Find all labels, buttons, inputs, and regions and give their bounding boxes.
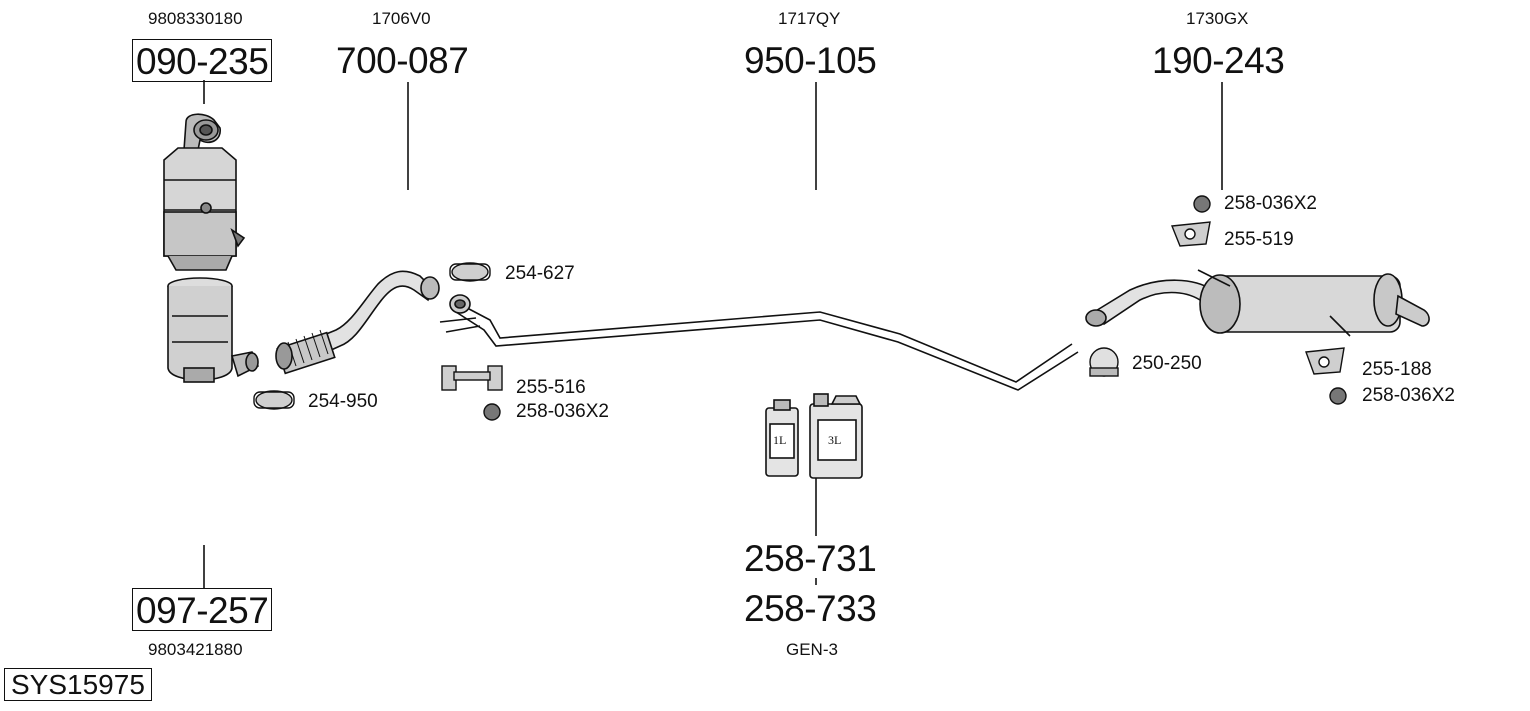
nut-258-036-front-icon (483, 403, 501, 421)
catalyst-upper-oe: 9808330180 (148, 9, 243, 28)
can-small-label: 1L (773, 433, 787, 447)
nut-258-036-rear-top-icon (1193, 195, 1211, 213)
hanger-255-519-label[interactable]: 255-519 (1224, 229, 1294, 250)
middle-pipe-drawing (439, 294, 1079, 391)
clamp-254-627-label[interactable]: 254-627 (505, 263, 575, 284)
catalyst-dpf-drawing (163, 113, 260, 383)
catalyst-lower-oe: 9803421880 (148, 640, 243, 659)
clamp-250-250-icon (1089, 347, 1119, 377)
hanger-255-188-icon (1305, 347, 1345, 375)
clamp-254-627-icon (449, 262, 491, 282)
fluid-note: GEN-3 (786, 640, 838, 659)
fluid-part-number-2[interactable]: 258-733 (744, 588, 877, 629)
hanger-255-188-label[interactable]: 255-188 (1362, 359, 1432, 380)
clamp-254-950-label[interactable]: 254-950 (308, 391, 378, 412)
rear-silencer-drawing (1085, 269, 1430, 337)
nut-258-036-rear-bottom-label[interactable]: 258-036X2 (1362, 385, 1455, 406)
nut-258-036-rear-top-label[interactable]: 258-036X2 (1224, 193, 1317, 214)
middle-pipe-part-number[interactable]: 950-105 (744, 40, 877, 81)
rear-silencer-part-number[interactable]: 190-243 (1152, 40, 1285, 81)
front-pipe-part-number[interactable]: 700-087 (336, 40, 469, 81)
clamp-250-250-label[interactable]: 250-250 (1132, 353, 1202, 374)
hanger-255-519-icon (1171, 221, 1211, 247)
catalyst-upper-part-number[interactable]: 090-235 (132, 39, 273, 82)
front-pipe-oe: 1706V0 (372, 9, 431, 28)
hanger-255-516-label[interactable]: 255-516 (516, 377, 586, 398)
nut-258-036-front-label[interactable]: 258-036X2 (516, 401, 609, 422)
front-pipe-drawing (275, 270, 440, 375)
hanger-255-516-icon (441, 365, 503, 391)
fluid-cans-drawing (765, 393, 863, 479)
rear-silencer-oe: 1730GX (1186, 9, 1249, 28)
can-large-label: 3L (828, 433, 842, 447)
middle-pipe-oe: 1717QY (778, 9, 841, 28)
clamp-254-950-icon (253, 390, 295, 410)
fluid-part-number-1[interactable]: 258-731 (744, 538, 877, 579)
system-code: SYS15975 (4, 668, 152, 701)
catalyst-lower-part-number[interactable]: 097-257 (132, 588, 273, 631)
nut-258-036-rear-bottom-icon (1329, 387, 1347, 405)
